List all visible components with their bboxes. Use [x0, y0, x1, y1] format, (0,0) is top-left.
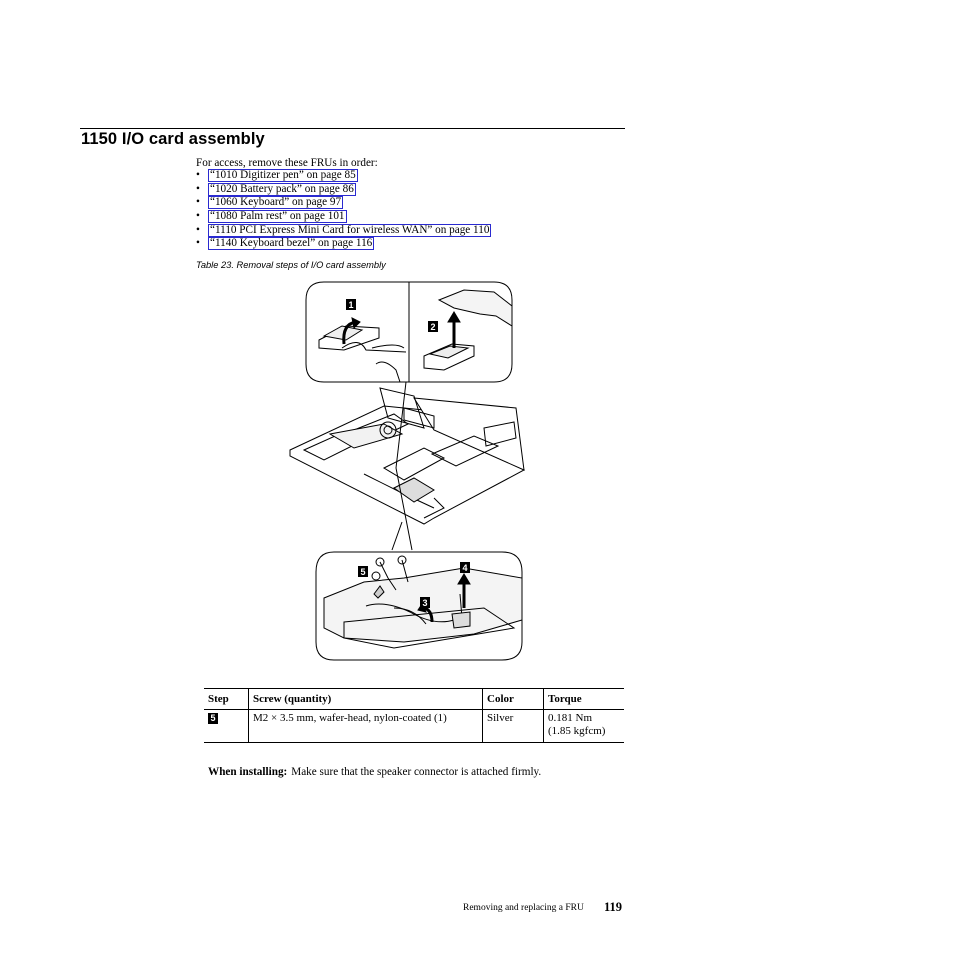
screw-table: Step Screw (quantity) Color Torque 5 M2 …	[204, 688, 624, 743]
header-screw: Screw (quantity)	[248, 688, 483, 710]
callout-5-label: 5	[360, 567, 365, 577]
removal-illustration: 1 2 3 4 5	[289, 281, 526, 661]
install-note: When installing:Make sure that the speak…	[208, 766, 541, 778]
step-badge: 5	[208, 713, 218, 724]
bullet: •	[196, 182, 200, 195]
section-title: 1150 I/O card assembly	[81, 130, 265, 148]
bullet: •	[196, 210, 200, 223]
cell-screw: M2 × 3.5 mm, wafer-head, nylon-coated (1…	[248, 709, 483, 743]
fru-link[interactable]: “1010 Digitizer pen” on page 85	[208, 169, 358, 182]
table-row: 5 M2 × 3.5 mm, wafer-head, nylon-coated …	[204, 709, 624, 743]
fru-link[interactable]: “1140 Keyboard bezel” on page 116	[208, 237, 375, 251]
callout-1-label: 1	[348, 300, 353, 310]
header-step: Step	[204, 688, 249, 710]
fru-link[interactable]: “1080 Palm rest” on page 101	[208, 210, 347, 224]
header-torque: Torque	[543, 688, 624, 710]
bullet: •	[196, 196, 200, 209]
torque-nm: 0.181 Nm	[548, 712, 592, 724]
list-item: • “1060 Keyboard” on page 97	[196, 196, 491, 210]
list-item: • “1010 Digitizer pen” on page 85	[196, 169, 491, 183]
header-color: Color	[482, 688, 544, 710]
cell-color: Silver	[482, 709, 544, 743]
bullet: •	[196, 169, 200, 181]
callout-1	[346, 299, 356, 310]
list-item: • “1110 PCI Express Mini Card for wireles…	[196, 223, 492, 238]
list-item: • “1080 Palm rest” on page 101	[196, 210, 491, 224]
torque-kgfcm: (1.85 kgfcm)	[548, 725, 606, 737]
callout-2-label: 2	[430, 322, 435, 332]
note-label: When installing:	[208, 766, 288, 778]
table-header-row: Step Screw (quantity) Color Torque	[204, 688, 624, 710]
fru-link[interactable]: “1020 Battery pack” on page 86	[208, 182, 356, 196]
callout-4-label: 4	[462, 563, 467, 573]
callout-3	[420, 597, 430, 608]
cell-torque: 0.181 Nm(1.85 kgfcm)	[543, 709, 624, 743]
list-item: • “1020 Battery pack” on page 86	[196, 182, 491, 197]
intro-text: For access, remove these FRUs in order:	[196, 157, 378, 169]
leader-line	[395, 381, 407, 469]
callout-4	[460, 562, 470, 573]
prerequisite-list: • “1010 Digitizer pen” on page 85 • “1020 …	[196, 169, 492, 251]
bullet: •	[196, 237, 200, 250]
callout-5	[358, 566, 368, 577]
table-caption: Table 23. Removal steps of I/O card asse…	[196, 260, 386, 270]
fru-link[interactable]: “1060 Keyboard” on page 97	[208, 196, 344, 210]
callout-3-label: 3	[422, 598, 427, 608]
footer-text: Removing and replacing a FRU	[463, 903, 584, 913]
leader-line	[391, 467, 413, 551]
cell-step: 5	[204, 709, 249, 743]
lift-arrow-3	[423, 606, 434, 623]
bullet: •	[196, 223, 200, 236]
section-rule	[80, 128, 625, 129]
cable	[365, 593, 463, 623]
fru-link[interactable]: “1110 PCI Express Mini Card for wireless…	[208, 223, 492, 237]
callout-2	[428, 321, 438, 332]
note-text: Make sure that the speaker connector is …	[291, 766, 542, 778]
page-number: 119	[604, 900, 623, 914]
list-item: • “1140 Keyboard bezel” on page 116	[196, 237, 491, 251]
